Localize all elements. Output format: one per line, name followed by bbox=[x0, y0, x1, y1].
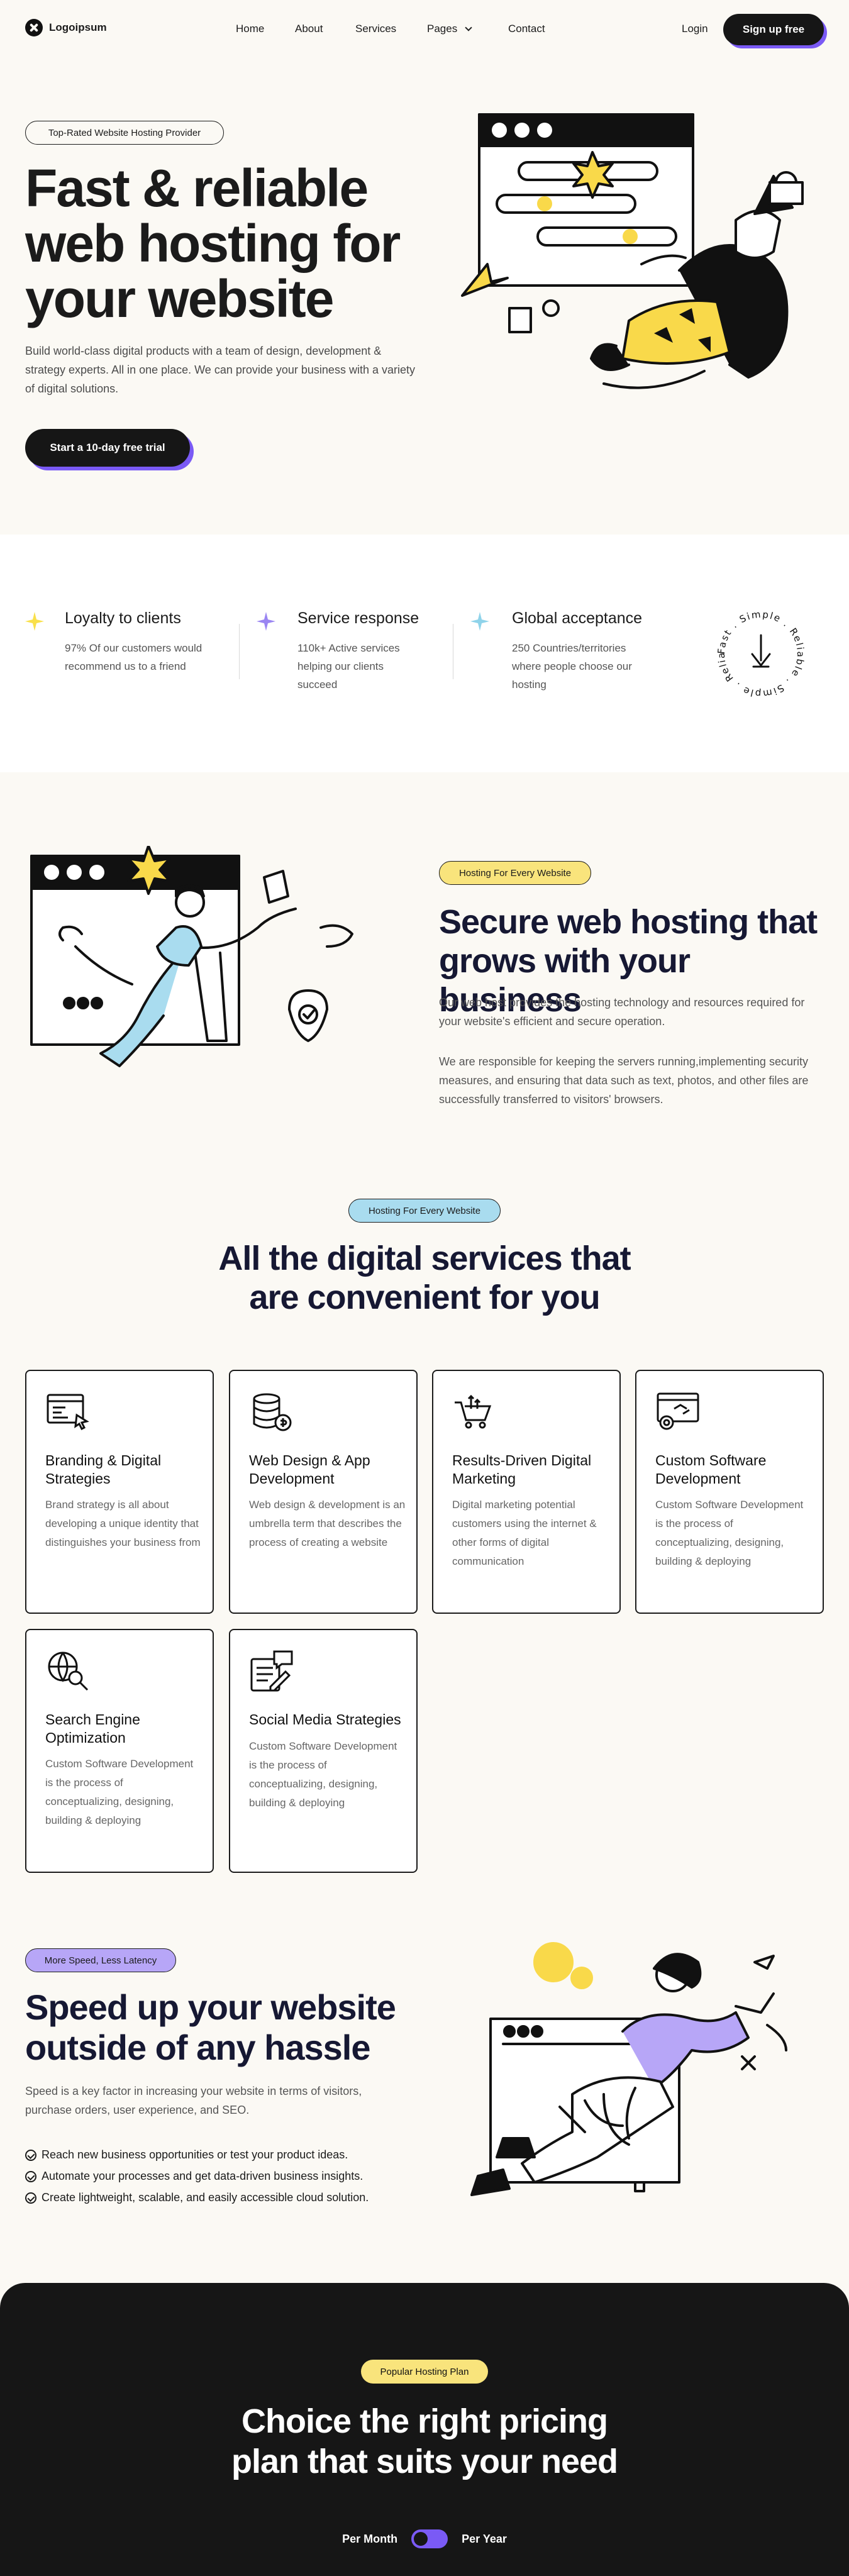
logo-icon bbox=[25, 19, 43, 36]
rotating-badge: Fast . Simple . Reliable . Simple . Reli… bbox=[711, 604, 806, 699]
secure-paragraph: We are responsible for keeping the serve… bbox=[439, 1055, 809, 1106]
secure-paragraph: Our web host provides the hosting techno… bbox=[439, 996, 805, 1028]
service-card[interactable]: Results-Driven Digital Marketing Digital… bbox=[432, 1370, 621, 1614]
speed-description: Speed is a key factor in increasing your… bbox=[25, 2085, 362, 2116]
services-title: All the digital services that are conven… bbox=[0, 1239, 849, 1317]
service-card[interactable]: Branding & Digital Strategies Brand stra… bbox=[25, 1370, 214, 1614]
star-icon bbox=[257, 612, 275, 631]
service-card-text: Web design & development is an umbrella … bbox=[249, 1499, 406, 1548]
secure-title: Secure web hosting that grows with your … bbox=[439, 903, 818, 1019]
billing-toggle-row: Per Month Per Year bbox=[0, 2529, 849, 2548]
checklist-item-text: Reach new business opportunities or test… bbox=[42, 2148, 348, 2161]
chevron-down-icon bbox=[465, 24, 472, 31]
star-icon bbox=[470, 612, 489, 631]
service-card-title: Web Design & App Development bbox=[249, 1452, 370, 1487]
service-card-title: Search Engine Optimization bbox=[45, 1711, 140, 1746]
service-card[interactable]: Web Design & App Development Web design … bbox=[229, 1370, 418, 1614]
features-band bbox=[0, 535, 849, 772]
login-link[interactable]: Login bbox=[682, 23, 708, 35]
services-title-text: All the digital services that are conven… bbox=[218, 1240, 631, 1316]
logo[interactable]: Logoipsum bbox=[25, 19, 107, 36]
checklist-item-text: Automate your processes and get data-dri… bbox=[42, 2170, 363, 2182]
service-card-text: Custom Software Development is the proce… bbox=[655, 1499, 804, 1567]
feature-title: Global acceptance bbox=[512, 609, 643, 627]
top-navigation: Logoipsum Home About Services Pages Cont… bbox=[0, 0, 849, 58]
pricing-title: Choice the right pricing plan that suits… bbox=[0, 2401, 849, 2482]
pricing-title-text: Choice the right pricing plan that suits… bbox=[231, 2402, 618, 2480]
hero-description: Build world-class digital products with … bbox=[25, 345, 415, 395]
check-icon bbox=[25, 2170, 36, 2182]
star-icon bbox=[25, 612, 44, 631]
service-card-title: Social Media Strategies bbox=[249, 1711, 401, 1728]
feature-text: 110k+ Active services helping our client… bbox=[297, 642, 400, 691]
nav-link-home[interactable]: Home bbox=[236, 23, 265, 35]
service-card-text: Custom Software Development is the proce… bbox=[45, 1758, 194, 1826]
speed-illustration bbox=[470, 1942, 787, 2196]
nav-link-about[interactable]: About bbox=[295, 23, 323, 35]
signup-button[interactable]: Sign up free bbox=[723, 14, 824, 45]
globe-search-icon bbox=[48, 1652, 89, 1691]
database-coin-icon bbox=[253, 1393, 292, 1431]
service-card[interactable]: Search Engine Optimization Custom Softwa… bbox=[25, 1629, 214, 1873]
checklist-item: Create lightweight, scalable, and easily… bbox=[25, 2191, 369, 2204]
hero-title: Fast & reliable web hosting for your web… bbox=[25, 158, 401, 329]
services-badge: Hosting For Every Website bbox=[348, 1199, 501, 1223]
speed-badge: More Speed, Less Latency bbox=[25, 1948, 176, 1972]
pricing-section bbox=[0, 2283, 849, 2576]
service-card-text: Brand strategy is all about developing a… bbox=[45, 1499, 201, 1548]
check-icon bbox=[25, 2149, 36, 2161]
feature-divider bbox=[239, 624, 240, 679]
checklist-item-text: Create lightweight, scalable, and easily… bbox=[42, 2191, 369, 2204]
nav-link-pages-label: Pages bbox=[427, 23, 458, 35]
per-month-label[interactable]: Per Month bbox=[342, 2532, 398, 2545]
hero-illustration bbox=[461, 113, 804, 389]
service-card-title: Custom Software Development bbox=[655, 1452, 767, 1487]
checklist-item: Automate your processes and get data-dri… bbox=[25, 2170, 363, 2183]
feature-title: Service response bbox=[297, 609, 419, 627]
svg-text:Fast . Simple . Reliable . Sim: Fast . Simple . Reliable . Simple . Reli… bbox=[711, 604, 806, 699]
service-card-title: Branding & Digital Strategies bbox=[45, 1452, 162, 1487]
feature-title: Loyalty to clients bbox=[65, 609, 181, 627]
cart-growth-icon bbox=[455, 1394, 492, 1429]
secure-badge: Hosting For Every Website bbox=[439, 861, 591, 885]
feature-text: 250 Countries/territories where people c… bbox=[512, 642, 632, 691]
service-card[interactable]: Social Media Strategies Custom Software … bbox=[229, 1629, 418, 1873]
nav-link-pages[interactable]: Pages bbox=[427, 23, 472, 35]
free-trial-button[interactable]: Start a 10-day free trial bbox=[25, 429, 190, 467]
per-year-label[interactable]: Per Year bbox=[462, 2532, 507, 2545]
service-card[interactable]: Custom Software Development Custom Softw… bbox=[635, 1370, 824, 1614]
secure-illustration bbox=[30, 846, 353, 1067]
service-card-text: Digital marketing potential customers us… bbox=[452, 1499, 597, 1567]
chat-document-icon bbox=[250, 1650, 293, 1692]
window-gear-icon bbox=[657, 1392, 699, 1430]
feature-text: 97% Of our customers would recommend us … bbox=[65, 642, 203, 672]
pricing-badge: Popular Hosting Plan bbox=[361, 2360, 488, 2384]
service-card-title: Results-Driven Digital Marketing bbox=[452, 1452, 592, 1487]
browser-cursor-icon bbox=[47, 1394, 89, 1431]
hero-badge: Top-Rated Website Hosting Provider bbox=[25, 121, 224, 145]
service-card-text: Custom Software Development is the proce… bbox=[249, 1740, 397, 1809]
nav-link-services[interactable]: Services bbox=[355, 23, 397, 35]
billing-toggle[interactable] bbox=[411, 2529, 448, 2548]
speed-title: Speed up your website outside of any has… bbox=[25, 1987, 396, 2067]
logo-text: Logoipsum bbox=[49, 21, 107, 33]
checklist-item: Reach new business opportunities or test… bbox=[25, 2148, 348, 2162]
nav-link-contact[interactable]: Contact bbox=[508, 23, 545, 35]
check-icon bbox=[25, 2192, 36, 2204]
